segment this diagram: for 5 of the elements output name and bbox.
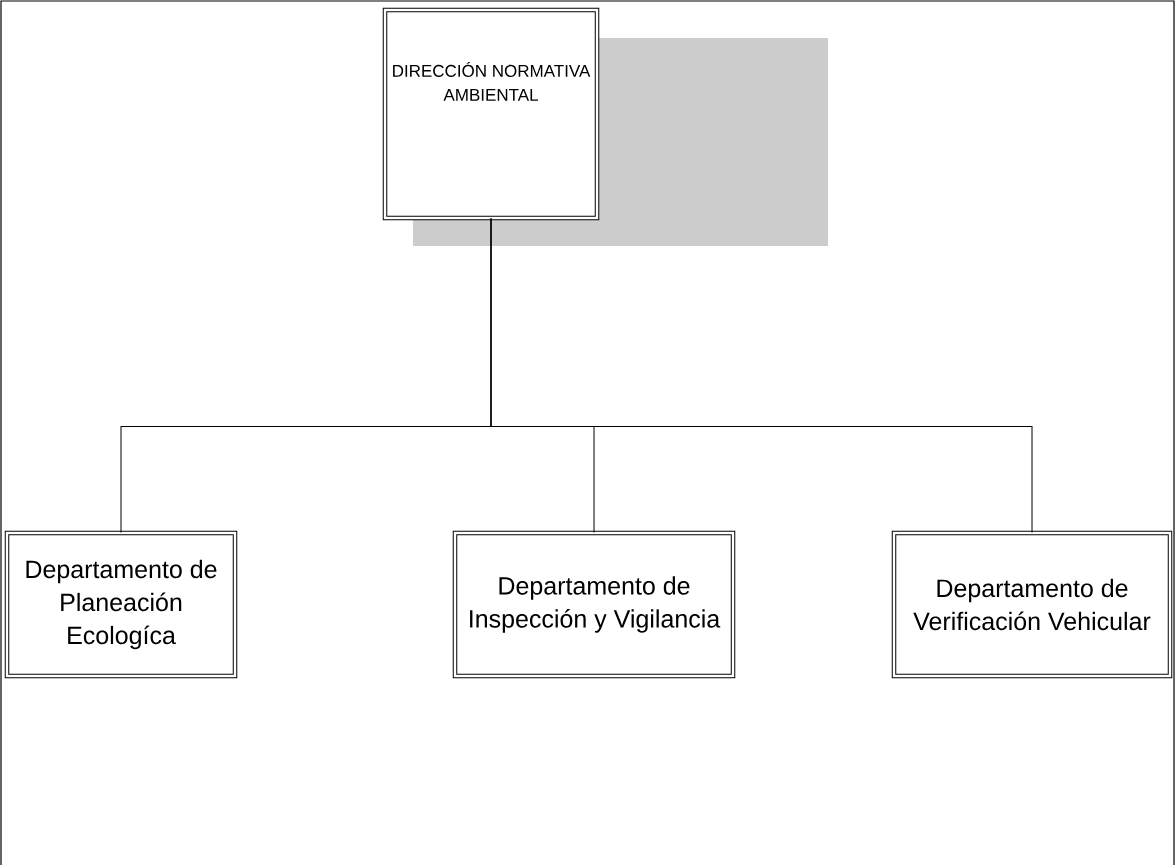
department-box: Departamento de Verificación Vehicular xyxy=(891,530,1173,679)
department-box: Departamento de Planeación Ecologíca xyxy=(4,530,238,679)
connector-line xyxy=(490,218,1033,533)
department-box: DIRECCIÓN NORMATIVA AMBIENTAL xyxy=(382,7,600,221)
department-box: Departamento de Inspección y Vigilancia xyxy=(452,530,736,679)
